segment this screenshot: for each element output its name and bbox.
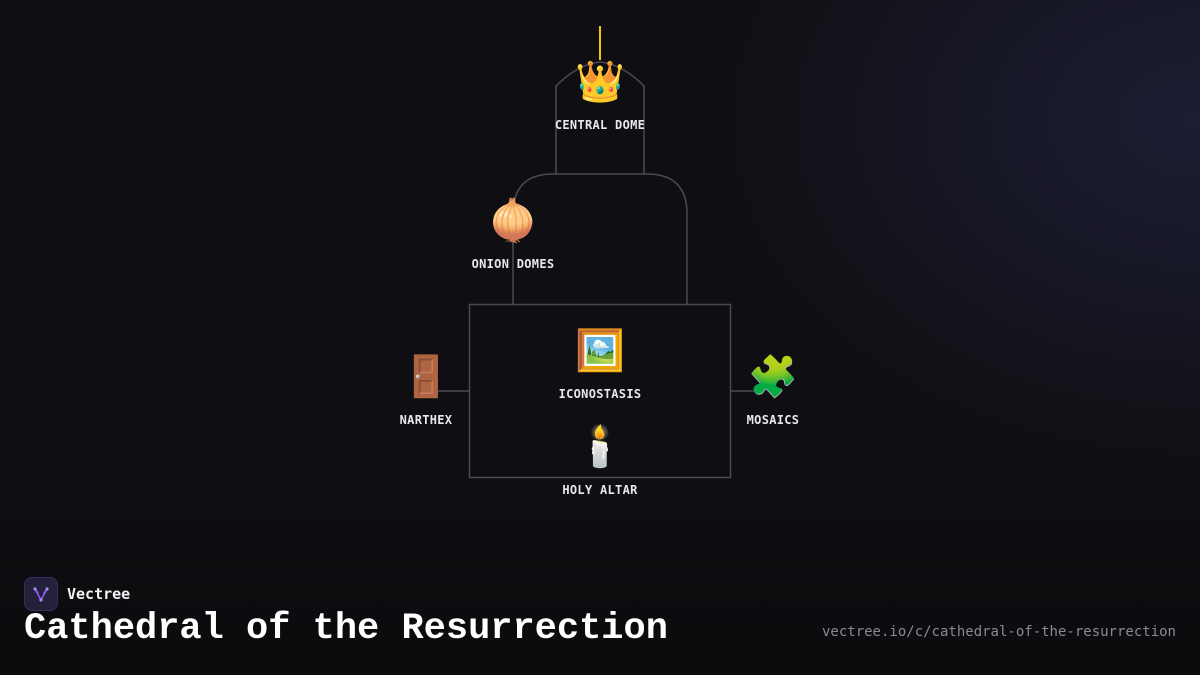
node-label-onion-domes: ONION DOMES [471, 257, 555, 271]
node-label-mosaics: MOSAICS [746, 413, 800, 427]
node-onion-domes[interactable]: 🧅 ONION DOMES [472, 197, 555, 271]
node-label-holy-altar: HOLY ALTAR [562, 483, 638, 497]
node-label-iconostasis: ICONOSTASIS [558, 387, 642, 401]
brand-name: Vectree [67, 585, 131, 603]
vectree-logo-icon [24, 577, 58, 611]
iconostasis-box [468, 303, 732, 479]
brand[interactable]: Vectree [24, 577, 130, 611]
node-iconostasis[interactable]: 🖼️ ICONOSTASIS [559, 327, 642, 401]
node-holy-altar[interactable]: 🕯️ HOLY ALTAR [562, 423, 637, 497]
node-label-narthex: NARTHEX [399, 413, 453, 427]
onion-icon: 🧅 [488, 198, 538, 244]
node-narthex[interactable]: 🚪 NARTHEX [400, 353, 453, 427]
door-icon: 🚪 [401, 354, 451, 400]
central-dome-outline [555, 61, 645, 174]
framed-picture-icon: 🖼️ [575, 328, 625, 374]
node-label-central-dome: CENTRAL DOME [554, 118, 646, 132]
page-title: Cathedral of the Resurrection [24, 608, 668, 650]
puzzle-piece-icon: 🧩 [748, 354, 798, 400]
crown-icon: 👑 [575, 59, 625, 105]
node-mosaics[interactable]: 🧩 MOSAICS [747, 353, 800, 427]
onion-domes-arch [512, 173, 688, 304]
node-central-dome[interactable]: 👑 CENTRAL DOME [555, 58, 645, 132]
candle-icon: 🕯️ [575, 424, 625, 470]
page-url[interactable]: vectree.io/c/cathedral-of-the-resurrecti… [821, 624, 1176, 640]
